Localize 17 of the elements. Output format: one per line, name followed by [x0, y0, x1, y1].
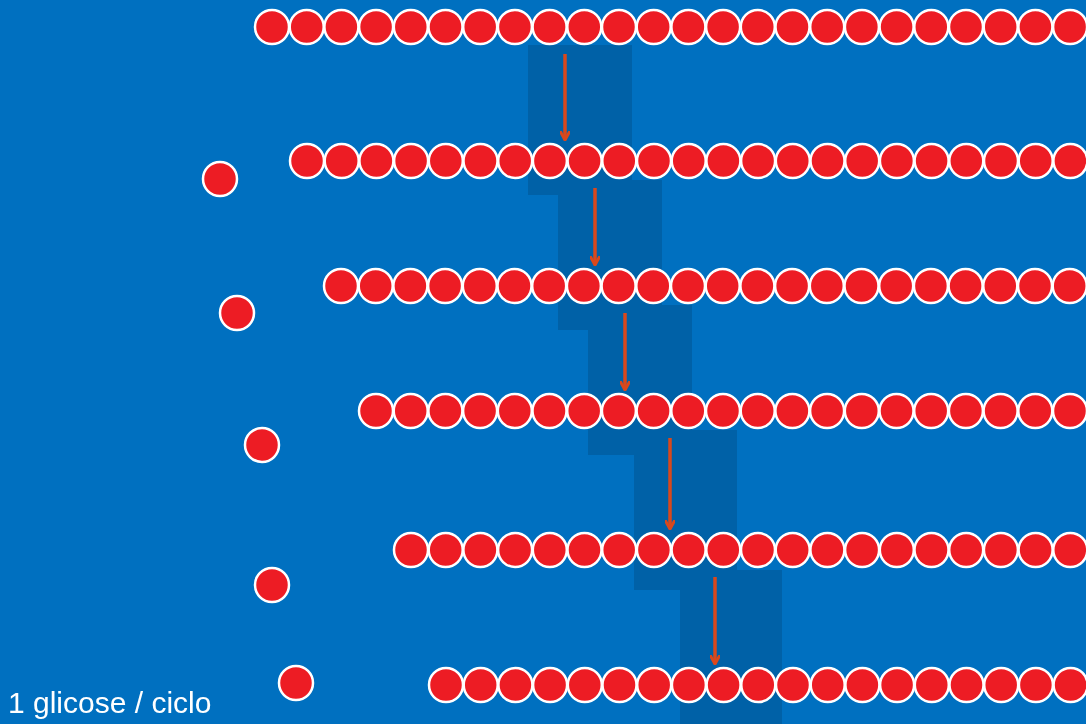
arrow: [558, 54, 572, 142]
glucose-chain: [288, 142, 1086, 180]
arrow: [708, 577, 722, 666]
glucose-chain: [357, 392, 1086, 430]
arrow: [618, 313, 632, 392]
glucose-chain: [392, 531, 1086, 569]
glucose-circle: [201, 160, 239, 198]
glucose-circle: [253, 566, 291, 604]
caption-text: 1 glicose / ciclo: [8, 686, 212, 720]
arrow: [588, 188, 602, 267]
glucose-circle: [218, 294, 256, 332]
glucose-chain: [253, 8, 1086, 46]
glucose-chain: [427, 666, 1086, 704]
glucose-circle: [277, 664, 315, 702]
glucose-circle: [243, 426, 281, 464]
arrow: [663, 438, 677, 531]
glucose-chain: [322, 267, 1086, 305]
